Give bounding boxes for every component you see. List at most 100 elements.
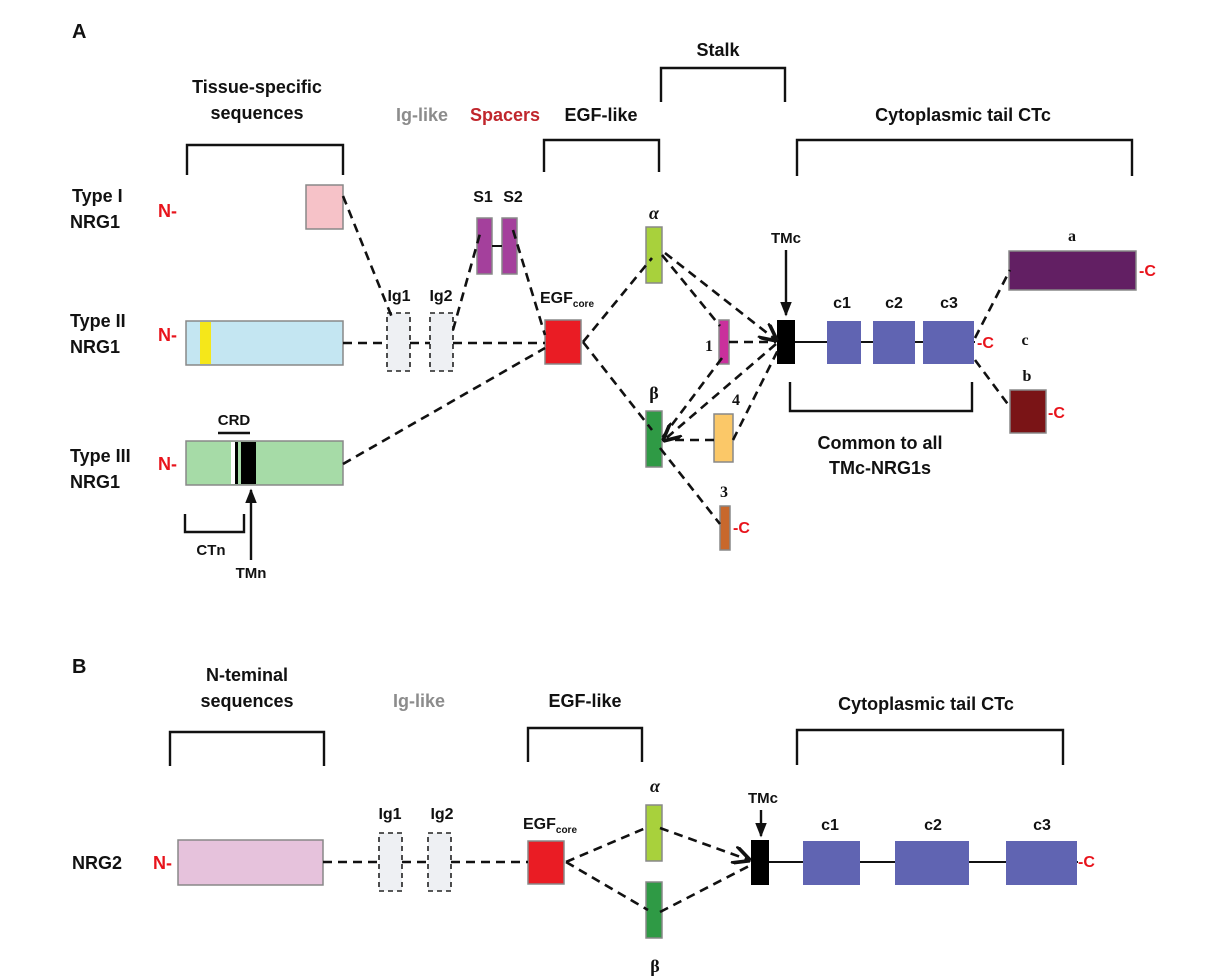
type2-tissue-specific-box (185, 320, 344, 366)
header-sequences: sequences (210, 103, 303, 123)
egf-core-domain-b (527, 840, 565, 885)
s2-label: S2 (503, 189, 523, 206)
connector-alpha-tmc (664, 251, 776, 340)
ig2-domain (429, 312, 454, 372)
connector-c3-b (973, 359, 1012, 408)
c1-label: c1 (833, 295, 851, 312)
ig2-label-b: Ig2 (430, 806, 453, 823)
tmc-domain (777, 320, 795, 364)
tail-b-c-terminus: -C (1048, 405, 1065, 422)
type2-label-line2: NRG1 (70, 337, 120, 357)
connector-beta-tmc-b (659, 864, 750, 914)
bracket-n-terminal (168, 730, 326, 766)
stalk-1-domain (718, 319, 730, 365)
stalk-3-domain (719, 505, 731, 551)
bracket-stalk (659, 66, 787, 102)
tail-a-domain (1008, 250, 1137, 291)
common-label-line2: TMc-NRG1s (829, 458, 931, 478)
nrg2-label: NRG2 (72, 853, 122, 873)
connector-type1-ig1 (341, 195, 395, 321)
common-label-line1: Common to all (818, 433, 943, 453)
header-cytoplasmic-tail: Cytoplasmic tail CTc (875, 105, 1051, 125)
ig1-label-b: Ig1 (378, 806, 401, 823)
header-ig-like-b: Ig-like (393, 691, 445, 711)
ig2-label: Ig2 (429, 288, 452, 305)
alpha-domain-b (645, 804, 663, 862)
common-bracket (788, 382, 974, 413)
c2-label: c2 (885, 295, 903, 312)
header-ig-like: Ig-like (396, 105, 448, 125)
c3-label: c3 (940, 295, 958, 312)
c3-c-terminus: -C (977, 335, 994, 352)
connector-alpha-1 (660, 254, 722, 327)
stalk-4-domain (713, 413, 734, 463)
alpha-label-b: α (650, 776, 661, 796)
type1-label-line2: NRG1 (70, 212, 120, 232)
panel-a: A Tissue-specific sequences Ig-like Spac… (70, 21, 1156, 582)
stalk-3-c-terminus: -C (733, 520, 750, 537)
connector-egf-alpha-b (565, 825, 649, 864)
connector-4-tmc (731, 349, 780, 441)
tmn-label: TMn (236, 565, 267, 582)
connector-s2-egf (511, 229, 547, 336)
nrg2-n-terminus: N- (153, 853, 172, 873)
c1-domain (827, 321, 861, 364)
panel-b-label: B (72, 656, 86, 678)
type1-tissue-specific-box (305, 184, 344, 230)
ig2-domain-b (427, 832, 452, 892)
connector-alpha-tmc-b (659, 826, 749, 860)
c3-c-terminus-b: -C (1078, 854, 1095, 871)
type1-n-terminus: N- (158, 201, 177, 221)
bracket-cytoplasmic-tail (795, 138, 1134, 176)
header-egf-like-b: EGF-like (548, 691, 621, 711)
alpha-domain (645, 226, 663, 284)
nrg2-n-terminal-box (177, 839, 324, 886)
beta-label-b: β (650, 956, 659, 976)
bracket-tissue-specific (185, 143, 345, 175)
header-stalk: Stalk (696, 40, 740, 60)
header-egf-like: EGF-like (564, 105, 637, 125)
stalk-1-label: 1 (705, 338, 713, 355)
connector-egf-beta-b (565, 860, 649, 912)
c3-label-b: c3 (1033, 817, 1051, 834)
tail-b-label: b (1023, 368, 1032, 385)
egf-core-domain (544, 319, 582, 365)
type3-tissue-specific-box (185, 440, 344, 486)
ctn-label: CTn (196, 542, 225, 559)
beta-domain (645, 410, 663, 468)
header-tissue-specific: Tissue-specific (192, 77, 322, 97)
bracket-cytoplasmic-tail-b (795, 728, 1065, 765)
tmc-label: TMc (771, 230, 801, 247)
alpha-label: α (649, 203, 660, 223)
egf-core-label: EGFcore (540, 290, 594, 310)
panel-b: B N-teminal sequences Ig-like EGF-like C… (72, 656, 1095, 976)
connector-c3-a (973, 269, 1012, 339)
splice-connectors-a (341, 195, 1012, 525)
header-n-terminal-sequences: sequences (200, 691, 293, 711)
crd-label: CRD (218, 412, 251, 429)
connector-type3-egf (342, 346, 546, 466)
type1-label-line1: Type I (72, 186, 123, 206)
type3-label-line1: Type III (70, 446, 131, 466)
tail-a-label: a (1068, 228, 1076, 245)
connector-tmc-beta (664, 343, 777, 440)
s1-label: S1 (473, 189, 493, 206)
type3-tmn-band (241, 442, 256, 484)
beta-domain-b (645, 881, 663, 939)
panel-a-label: A (72, 21, 86, 43)
connector-ig2-s1 (451, 229, 483, 331)
header-cytoplasmic-tail-b: Cytoplasmic tail CTc (838, 694, 1014, 714)
c2-domain-b (895, 841, 969, 885)
connector-egf-beta (581, 341, 654, 431)
splice-connectors-b (323, 825, 750, 914)
s2-domain (501, 217, 518, 275)
c3-domain-b (1006, 841, 1077, 885)
type3-white-band (231, 442, 235, 484)
header-n-terminal: N-teminal (206, 665, 288, 685)
type3-crd-band (235, 442, 238, 484)
ig1-domain (386, 312, 411, 372)
bracket-egf-like-b (526, 726, 644, 762)
c1-domain-b (803, 841, 860, 885)
connector-beta-3 (658, 447, 722, 525)
